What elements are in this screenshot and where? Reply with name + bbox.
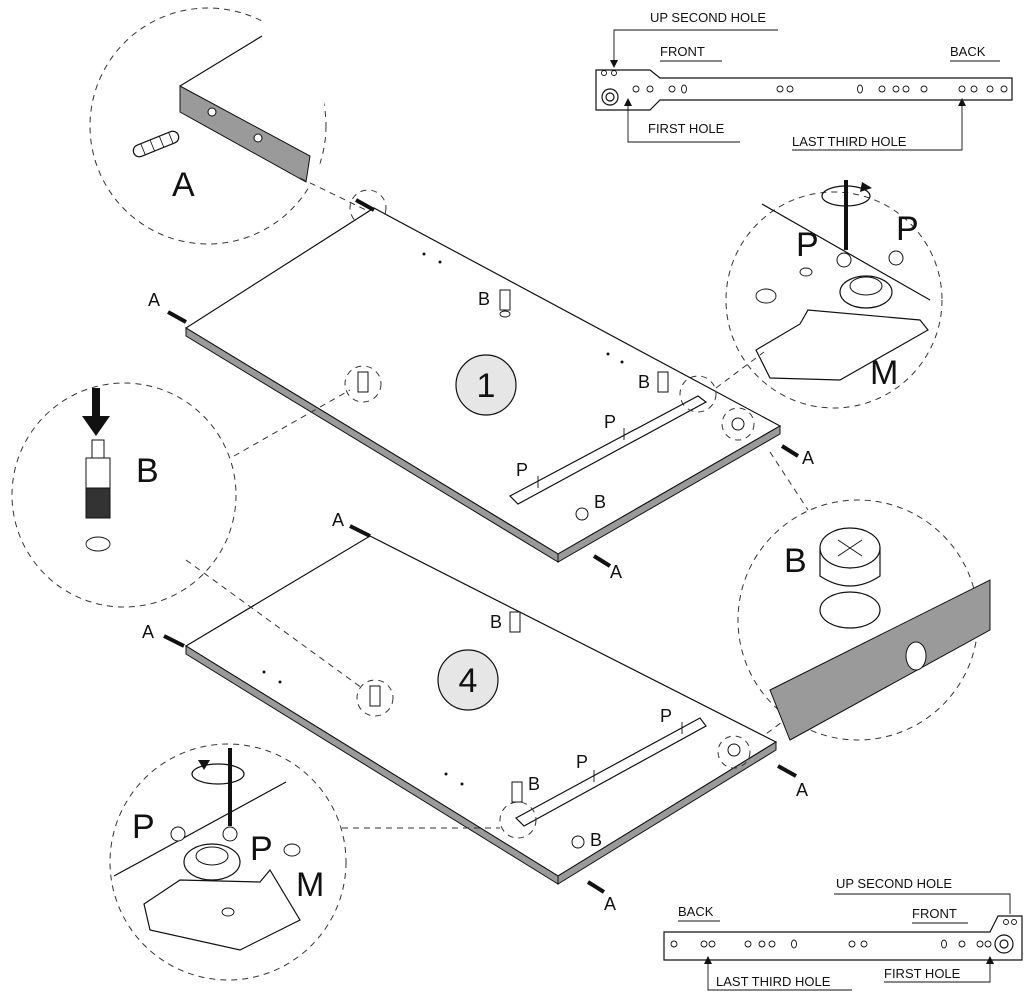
mount-detail-bottom-screw-label-right: P	[250, 830, 273, 868]
mount-detail-top-screw-label-right: P	[896, 210, 919, 248]
rail-bottom-front-label: FRONT	[912, 906, 957, 921]
callout-cam-lock-detail: B	[737, 451, 991, 741]
callout-cam-bolt-detail: B	[11, 382, 351, 608]
rail-bottom-first-hole-label: FIRST HOLE	[884, 966, 961, 981]
panel-1: 1 A A A B B B P P	[148, 198, 814, 582]
panel-1-cam-label-bottom: B	[594, 492, 606, 512]
mount-detail-top-mount-label: M	[870, 354, 898, 392]
rail-bottom-wheel	[994, 934, 1014, 954]
panel-1-screw-label-upper: P	[604, 412, 616, 432]
panel-1-screw-label-lower: P	[516, 460, 528, 480]
rail-top-front-label: FRONT	[660, 44, 705, 59]
callout-dowel-detail: A	[89, 7, 387, 245]
panel-4-drawer-rail	[515, 717, 707, 827]
panel-4-cam-label-top: B	[490, 612, 502, 632]
rail-diagram-top: UP SECOND HOLE FRONT BACK FIRST HOLE LAS…	[595, 10, 1013, 151]
panel-4-dowel-label-top: A	[332, 510, 344, 530]
rail-top-body	[595, 69, 1013, 111]
panel-4-dowel-label-right: A	[796, 780, 808, 800]
panel-1-dowel-label-bottom: A	[610, 562, 622, 582]
mount-detail-bottom-mount-label: M	[296, 866, 324, 904]
dowel-detail-pin	[132, 130, 180, 158]
cam-bolt-detail-label: B	[136, 452, 159, 490]
panel-1-drawer-rail	[509, 395, 708, 505]
panel-4-screw-label-lower: P	[576, 752, 588, 772]
rail-bottom-up-second-hole-label: UP SECOND HOLE	[836, 876, 952, 891]
rail-top-last-third-hole-label: LAST THIRD HOLE	[792, 134, 907, 149]
callout-mount-detail-top: P P M	[715, 180, 943, 409]
panel-1-cam-label-right: B	[638, 372, 650, 392]
panel-1-number-badge	[455, 354, 517, 416]
panel-4-number-badge	[437, 649, 499, 711]
cam-lock-detail-label: B	[784, 542, 807, 580]
panel-1-cam-label-top: B	[478, 289, 490, 309]
mount-detail-top-bracket	[755, 309, 929, 381]
press-arrow	[82, 416, 110, 436]
panel-4-cam-label-mid: B	[528, 774, 540, 794]
mount-detail-bottom-screw-label-left: P	[132, 808, 155, 846]
panel-4-side-edge	[557, 741, 777, 885]
rail-bottom-last-third-hole-label: LAST THIRD HOLE	[716, 974, 831, 989]
mount-detail-top-screw-label-left: P	[796, 226, 819, 264]
callout-mount-detail-bottom: P P M	[109, 743, 500, 981]
cam-lock-panel-edge	[769, 579, 991, 741]
rail-bottom-body	[663, 915, 1023, 961]
panel-1-number: 1	[477, 367, 496, 405]
panel-1-dowel-label-right: A	[802, 448, 814, 468]
panel-4-number: 4	[459, 662, 478, 700]
panel-1-dowel-label-left: A	[148, 290, 160, 310]
panel-4: 4 A A A A B B B P P	[142, 510, 808, 914]
panel-4-dowel-label-left: A	[142, 622, 154, 642]
rail-top-first-hole-label: FIRST HOLE	[648, 121, 725, 136]
panel-1-side-edge	[557, 425, 781, 563]
rail-diagram-bottom: UP SECOND HOLE FRONT BACK FIRST HOLE LAS…	[663, 876, 1023, 991]
rail-top-up-second-hole-label: UP SECOND HOLE	[650, 10, 766, 25]
panel-4-cam-label-bottom: B	[590, 830, 602, 850]
panel-4-dowel-label-bottom: A	[604, 894, 616, 914]
dowel-detail-label: A	[172, 166, 195, 204]
rail-top-back-label: BACK	[950, 44, 986, 59]
mount-detail-bottom-bracket	[143, 868, 301, 951]
rail-bottom-back-label: BACK	[678, 904, 714, 919]
rail-top-wheel	[601, 88, 619, 106]
panel-4-screw-label-upper: P	[660, 706, 672, 726]
